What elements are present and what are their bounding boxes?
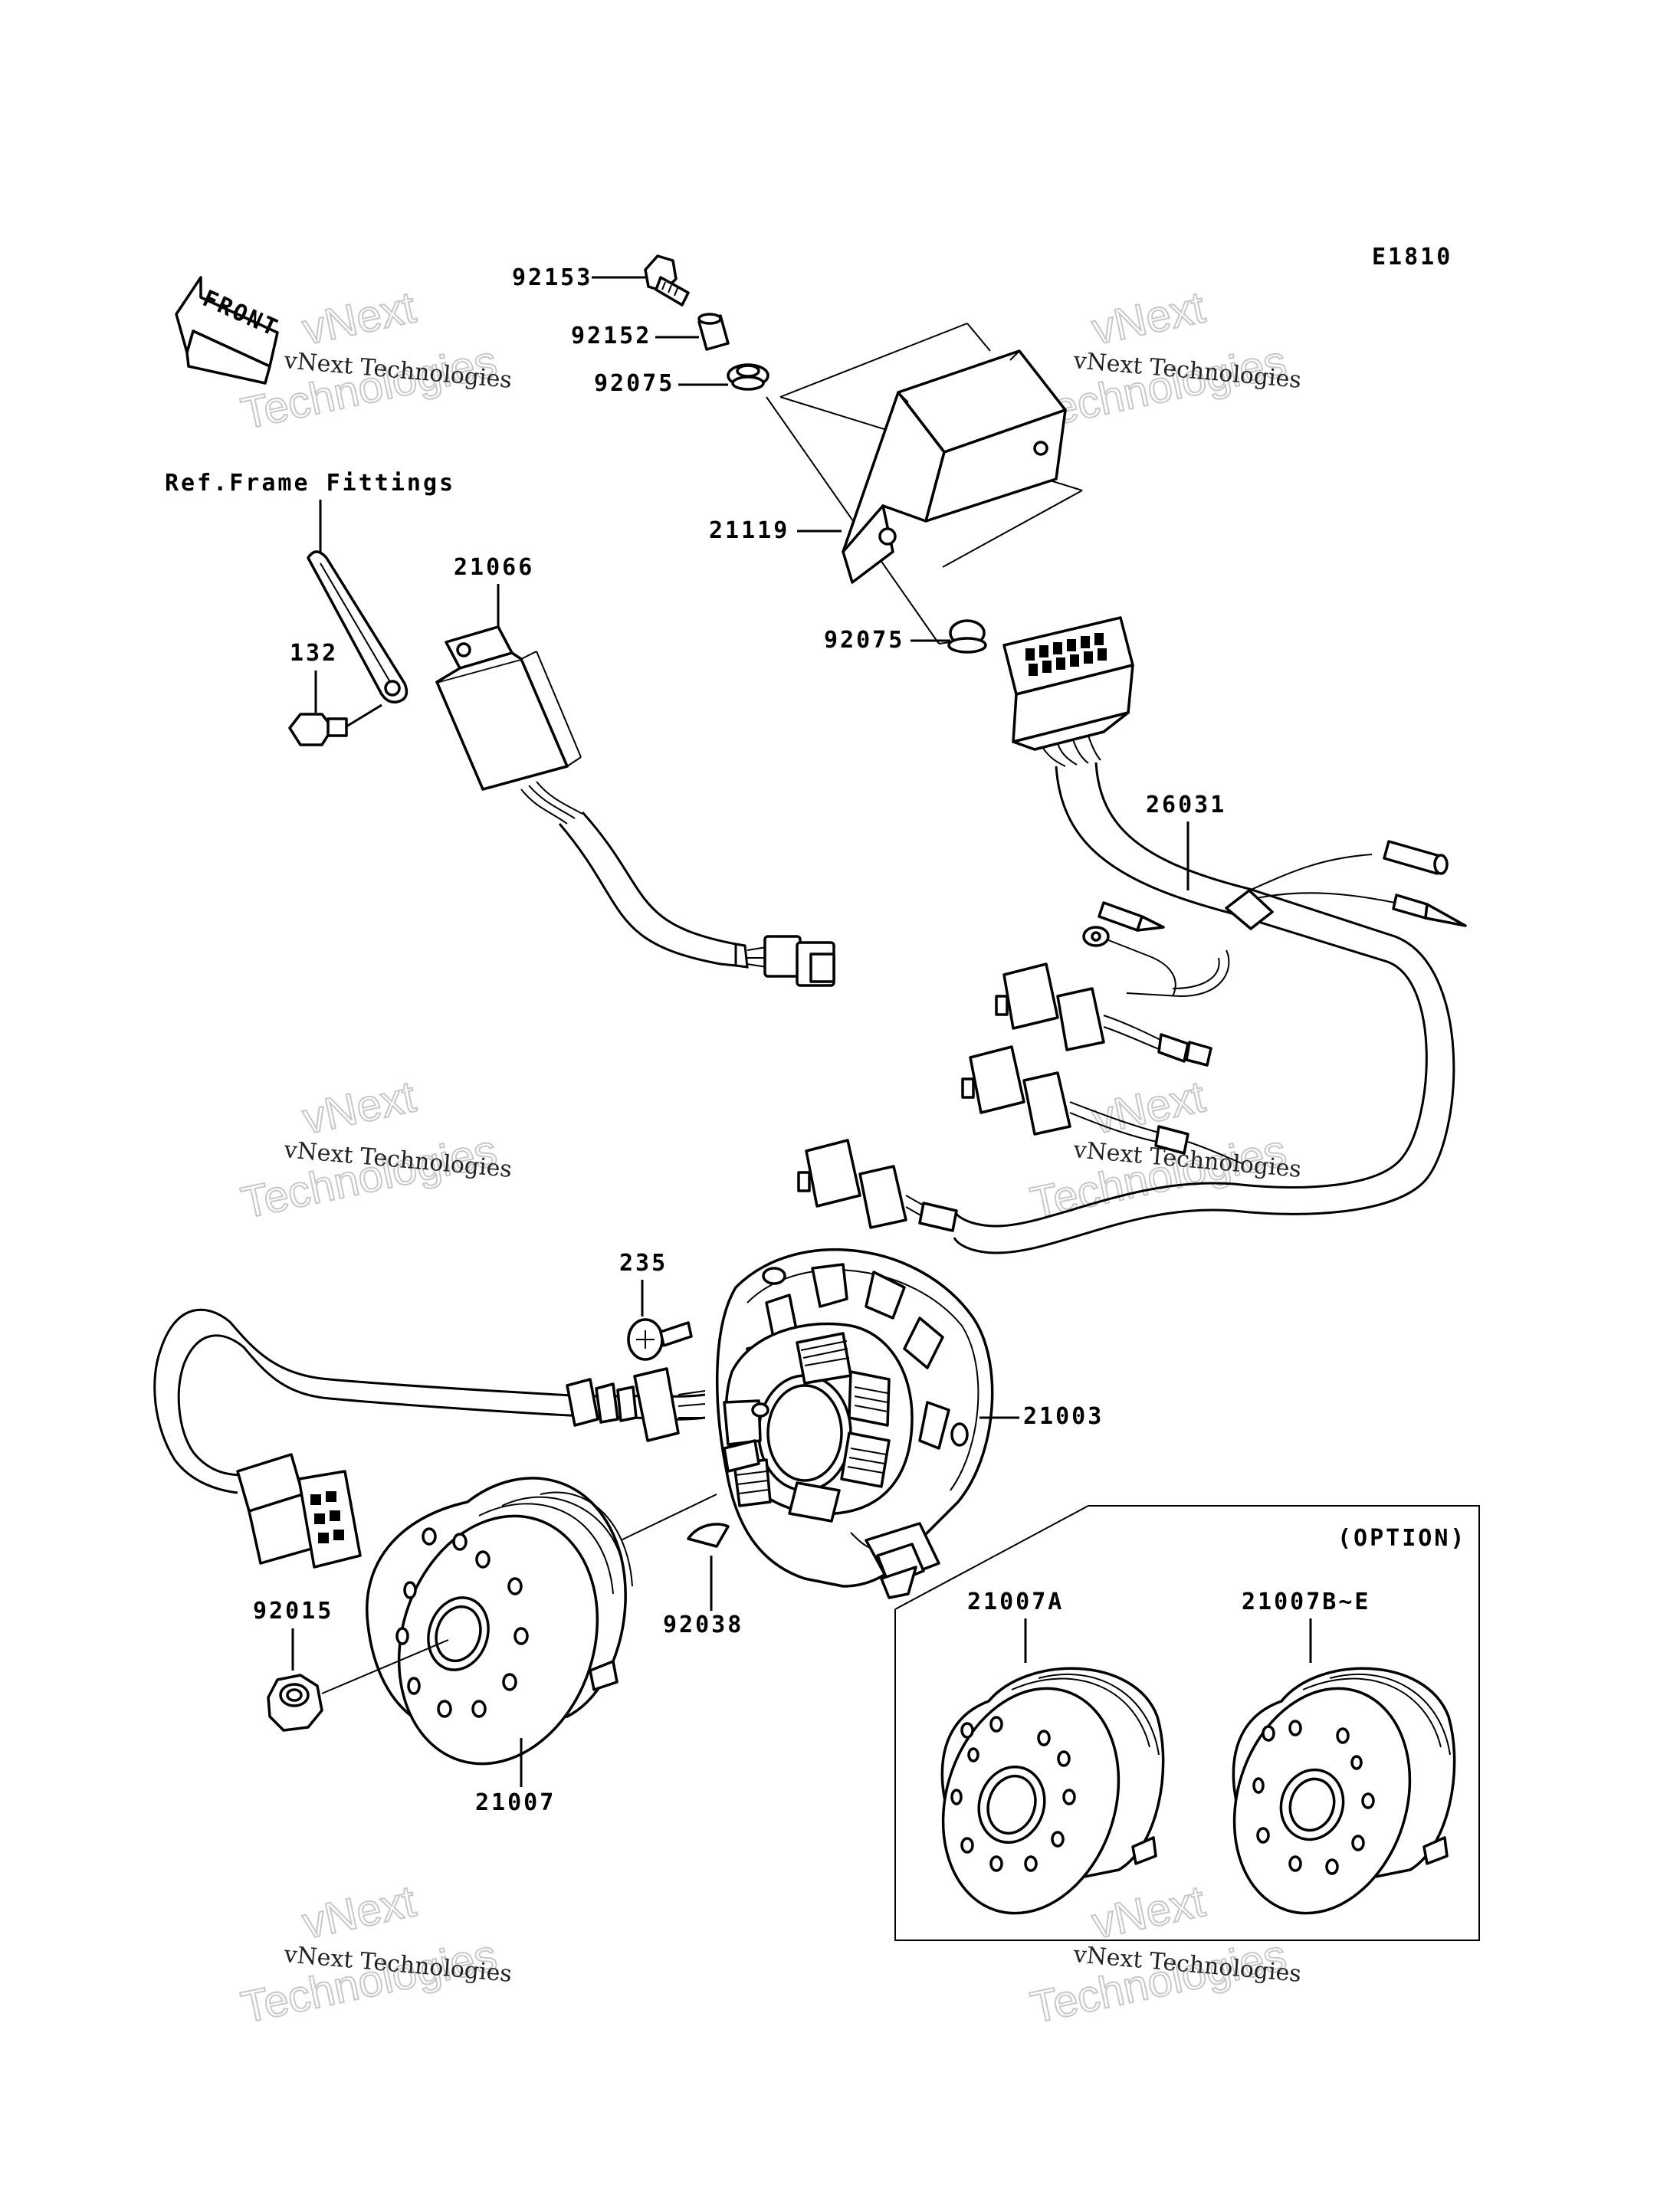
harness-junction — [1225, 840, 1467, 930]
part-label-132: 132 — [290, 640, 338, 667]
rotor-21007BE-holes — [1252, 1720, 1375, 1875]
stator-pickup-connector — [850, 1522, 940, 1599]
harness-connector-3 — [797, 1139, 958, 1232]
bolt-132 — [288, 703, 382, 746]
grommet-92075-bottom — [947, 619, 987, 654]
part-label-21007BE: 21007B~E — [1242, 1589, 1371, 1615]
svg-text:vNext: vNext — [298, 1876, 420, 1948]
connector-pins — [1025, 633, 1107, 676]
harness-26031-cable — [953, 762, 1455, 1254]
rotor-holes — [395, 1527, 529, 1718]
part-label-26031: 26031 — [1146, 792, 1226, 818]
part-label-21007: 21007 — [475, 1789, 556, 1816]
diagram-code: E1810 — [1372, 244, 1452, 271]
screw-92153 — [644, 254, 690, 307]
svg-text:vNext: vNext — [298, 282, 420, 354]
rotor-21007A-holes — [950, 1716, 1076, 1872]
watermark-middle-left: vNext Technologies vNext Technologies — [236, 1071, 513, 1228]
module-21066 — [435, 625, 582, 791]
harness-main-connector — [1002, 616, 1134, 767]
rotor-axis-line — [620, 1494, 717, 1541]
part-label-92152: 92152 — [571, 323, 651, 349]
part-label-21066: 21066 — [454, 554, 534, 581]
part-label-92015: 92015 — [253, 1598, 333, 1625]
stator-cable — [153, 1308, 706, 1494]
option-box: (OPTION) — [894, 1505, 1480, 1941]
svg-text:vNext: vNext — [1088, 1071, 1209, 1143]
rotor-21007BE — [1232, 1667, 1456, 1915]
part-label-235: 235 — [619, 1250, 668, 1277]
frame-bracket — [307, 550, 409, 704]
ref-frame-fittings-label: Ref.Frame Fittings — [165, 470, 455, 497]
svg-text:vNext: vNext — [1088, 1876, 1209, 1948]
option-label: (OPTION) — [1337, 1525, 1467, 1552]
harness-connector-2 — [961, 1045, 1242, 1164]
unit-21119 — [842, 349, 1067, 584]
svg-text:vNext: vNext — [1088, 282, 1209, 354]
woodruff-key-92038 — [687, 1523, 730, 1548]
svg-text:vNext: vNext — [298, 1071, 420, 1143]
screw-235 — [627, 1318, 693, 1361]
stator-21003 — [715, 1248, 994, 1588]
part-label-92153: 92153 — [512, 264, 592, 291]
part-label-21119: 21119 — [709, 517, 789, 544]
rotor-21007A — [940, 1667, 1165, 1915]
part-label-92075-top: 92075 — [594, 370, 674, 397]
watermark-top-right: vNext Technologies vNext Technologies — [1025, 281, 1302, 439]
part-label-92038: 92038 — [663, 1612, 743, 1638]
rotor-21007 — [366, 1477, 633, 1766]
ring-terminal-wire — [1082, 901, 1230, 998]
watermark-bottom-right: vNext Technologies vNext Technologies — [1025, 1875, 1302, 2033]
watermark-middle-right: vNext Technologies vNext Technologies — [1025, 1071, 1302, 1228]
grommet-92075-top — [727, 363, 769, 391]
watermark-bottom-left: vNext Technologies vNext Technologies — [236, 1875, 513, 2033]
front-arrow-icon: FRONT — [175, 276, 283, 385]
nut-92015 — [267, 1674, 323, 1732]
module-21066-cable — [520, 781, 835, 987]
harness-connector-1 — [995, 962, 1212, 1067]
part-label-92075-bottom: 92075 — [824, 627, 904, 654]
stator-connector — [236, 1453, 362, 1569]
part-label-21003: 21003 — [1023, 1403, 1104, 1430]
watermark-top-left: vNext Technologies vNext Technologies — [236, 281, 513, 439]
collar-92152 — [697, 313, 730, 351]
part-label-21007A: 21007A — [967, 1589, 1064, 1615]
stator-coils — [723, 1332, 891, 1523]
